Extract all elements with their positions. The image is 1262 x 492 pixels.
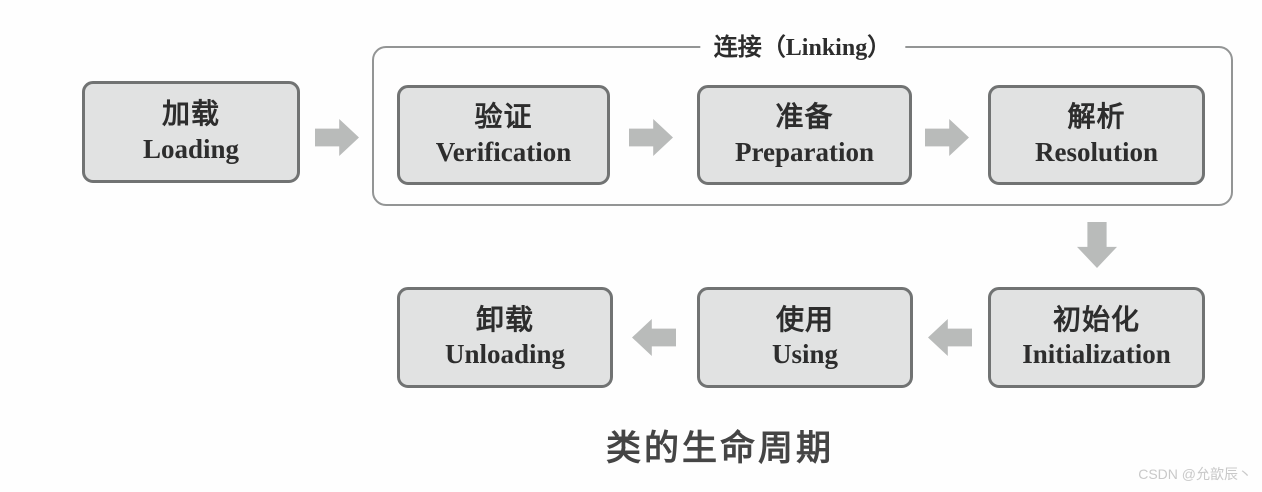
csdn-watermark: CSDN @允歆辰丶 xyxy=(1138,466,1252,482)
diagram-caption: 类的生命周期 xyxy=(605,429,835,468)
stage-box-using: 使用 Using xyxy=(697,287,913,388)
stage-box-initialization: 初始化 Initialization xyxy=(988,287,1205,388)
preparation-label-zh: 准备 xyxy=(775,102,834,134)
stage-box-unloading: 卸载 Unloading xyxy=(397,287,613,388)
initialization-label-zh: 初始化 xyxy=(1052,304,1140,336)
arrow-initialization-to-using-icon xyxy=(928,319,972,356)
stage-box-preparation: 准备 Preparation xyxy=(697,85,912,185)
arrow-using-to-unloading-icon xyxy=(632,319,676,356)
verification-label-en: Verification xyxy=(435,136,572,167)
using-label-zh: 使用 xyxy=(775,304,834,336)
stage-box-verification: 验证 Verification xyxy=(397,85,610,185)
unloading-label-zh: 卸载 xyxy=(475,304,534,336)
loading-label-en: Loading xyxy=(142,133,240,164)
preparation-label-en: Preparation xyxy=(735,136,874,167)
stage-box-loading: 加载 Loading xyxy=(82,81,300,183)
stage-box-resolution: 解析 Resolution xyxy=(988,85,1205,185)
resolution-label-zh: 解析 xyxy=(1067,102,1126,134)
arrow-loading-to-verification-icon xyxy=(315,119,359,156)
linking-group-container: 连接（Linking） xyxy=(372,30,1233,206)
loading-label-zh: 加载 xyxy=(161,99,220,131)
initialization-label-en: Initialization xyxy=(1022,339,1171,370)
linking-group-label: 连接（Linking） xyxy=(699,30,906,66)
using-label-en: Using xyxy=(771,339,839,370)
unloading-label-en: Unloading xyxy=(444,339,566,370)
verification-label-zh: 验证 xyxy=(474,102,533,134)
resolution-label-en: Resolution xyxy=(1034,136,1159,167)
arrow-resolution-to-initialization-icon xyxy=(1077,222,1117,268)
